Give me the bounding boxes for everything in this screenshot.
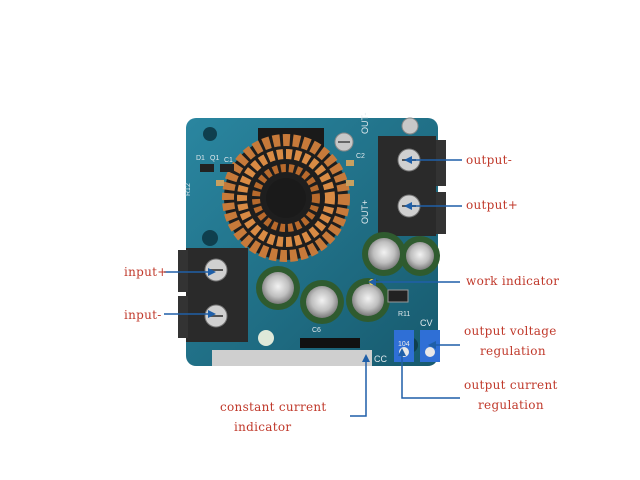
- pointer-current: [401, 356, 460, 399]
- silk-c2: C2: [356, 153, 365, 160]
- arrow-output-minus: [404, 156, 412, 164]
- silk-r11: R11: [398, 311, 410, 318]
- label-voltage-line1: output voltage: [464, 324, 557, 338]
- resistor-r11: [387, 289, 409, 303]
- silk-c6: C6: [312, 327, 321, 334]
- silk-cv: CV: [420, 318, 433, 328]
- smd-part: [216, 180, 224, 186]
- capacitor: [362, 232, 406, 276]
- capacitor: [256, 266, 300, 310]
- smd-part: [220, 164, 234, 172]
- label-input-minus: input-: [124, 308, 162, 322]
- label-voltage-line2: regulation: [480, 344, 546, 358]
- capacitor: [300, 280, 344, 324]
- output-terminal-block: [378, 136, 446, 236]
- input-terminal-block: [178, 248, 248, 342]
- arrow-output-plus: [404, 202, 412, 210]
- arrow-work: [368, 278, 376, 286]
- arrow-input-minus: [208, 310, 216, 318]
- label-input-plus: input+: [124, 265, 168, 279]
- silk-out-plus: OUT+: [360, 200, 370, 224]
- arrow-voltage: [428, 341, 436, 349]
- label-cc-line2: indicator: [234, 420, 292, 434]
- label-current-line2: regulation: [478, 398, 544, 412]
- silk-c1: C1: [224, 157, 233, 164]
- smd-part: [200, 164, 214, 172]
- smd-part: [346, 180, 354, 186]
- arrow-current: [398, 348, 406, 356]
- label-work-indicator: work indicator: [466, 274, 560, 288]
- label-output-minus: output-: [466, 153, 513, 167]
- mount-hole: [203, 127, 217, 141]
- label-cc-line1: constant current: [220, 400, 327, 414]
- mount-hole: [202, 230, 218, 246]
- pin-header: [212, 338, 372, 366]
- label-output-plus: output+: [466, 198, 519, 212]
- silk-d1: D1: [196, 155, 205, 162]
- label-current-line1: output current: [464, 378, 558, 392]
- capacitor: [346, 278, 390, 322]
- silk-q1: Q1: [210, 155, 219, 162]
- arrow-cc: [362, 354, 370, 362]
- capacitor: [400, 236, 440, 276]
- silk-trim-code: 104: [398, 341, 410, 348]
- smd-part: [346, 160, 354, 166]
- arrow-input-plus: [208, 268, 216, 276]
- top-screw: [401, 117, 419, 135]
- pointer-cc: [350, 360, 367, 417]
- silk-cc: CC: [374, 354, 387, 364]
- silk-r12: R12: [185, 183, 192, 196]
- toroid-inductor: [222, 128, 350, 262]
- silk-out-minus: OUT-: [360, 112, 370, 134]
- pointer-lines: [164, 159, 462, 417]
- arrow-heads: [208, 156, 436, 362]
- small-cap: [258, 330, 274, 346]
